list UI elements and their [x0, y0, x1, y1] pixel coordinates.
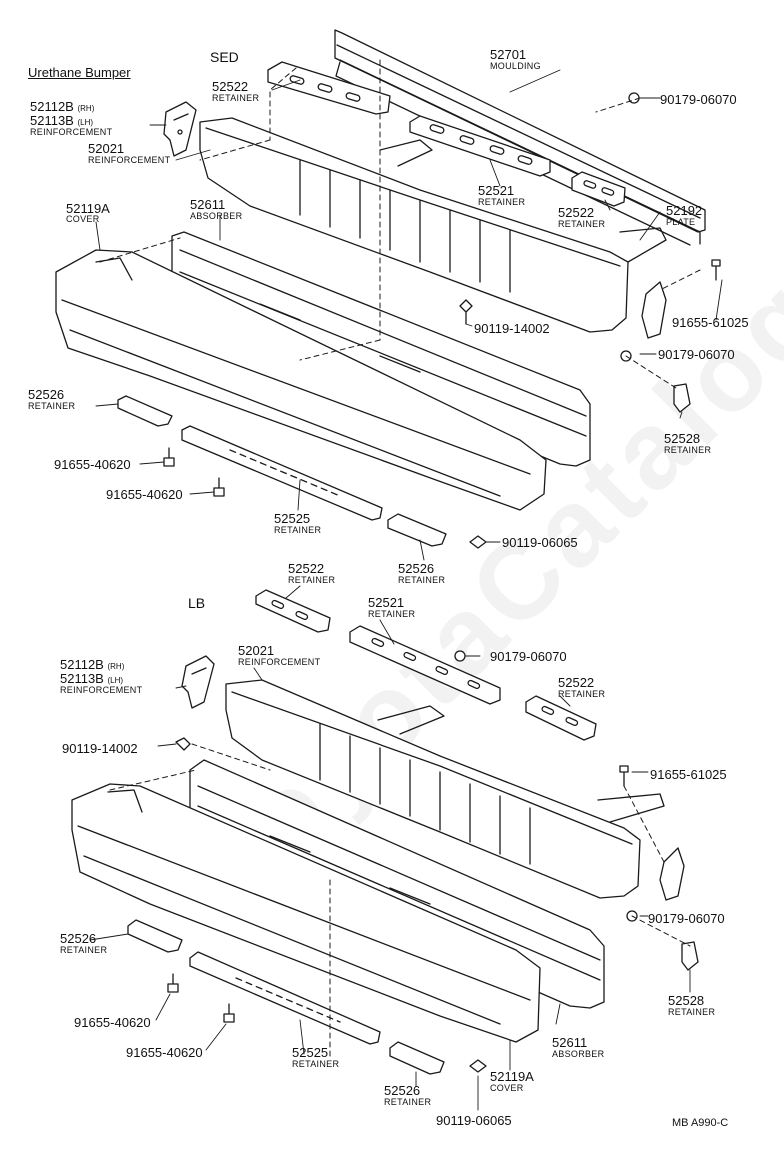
section-lb-label: LB: [188, 595, 206, 611]
sed-part-52526-b-number[interactable]: 52526: [398, 561, 435, 576]
sed-right-bracket-shape: [641, 281, 691, 413]
sed-part-52525-name: RETAINER: [274, 525, 322, 535]
sed-part-52526-b-name: RETAINER: [398, 575, 446, 585]
sed-retainer-52526-left-shape: [117, 395, 173, 427]
section-sed-label: SED: [210, 49, 239, 65]
lb-part-52528-number[interactable]: 52528: [668, 993, 705, 1008]
lb-leader-lines: [89, 585, 691, 1111]
sed-part-52521-number[interactable]: 52521: [478, 183, 515, 198]
lb-retainer-52522-top-shape: [255, 589, 331, 633]
lb-part-52021-number[interactable]: 52021: [238, 643, 275, 658]
sed-retainer-52525-shape: [181, 425, 383, 521]
sed-retainer-52526-right-shape: [387, 513, 447, 547]
sed-part-52525-number[interactable]: 52525: [274, 511, 311, 526]
sed-bracket-shape: [163, 101, 197, 157]
sed-part-52701-name: MOULDING: [490, 61, 541, 71]
lb-part-52119a-name: COVER: [490, 1083, 524, 1093]
sed-reinforcement-shape: [199, 117, 667, 333]
sed-part-90179-06070-b[interactable]: 90179-06070: [658, 347, 735, 362]
lb-part-52525-number[interactable]: 52525: [292, 1045, 329, 1060]
sed-part-91655-40620-a[interactable]: 91655-40620: [54, 457, 131, 472]
sed-part-52113b-name: REINFORCEMENT: [30, 127, 113, 137]
lb-part-52522-b-number[interactable]: 52522: [558, 675, 595, 690]
sed-cover-shape: [55, 249, 547, 511]
sed-part-52528-number[interactable]: 52528: [664, 431, 701, 446]
sed-part-52526-a-number[interactable]: 52526: [28, 387, 65, 402]
sed-retainer-52521-shape: [409, 115, 551, 177]
diagram-title: Urethane Bumper: [28, 65, 131, 80]
sed-part-52522-a-number[interactable]: 52522: [212, 79, 249, 94]
lb-part-52526-a-number[interactable]: 52526: [60, 931, 97, 946]
lb-part-52021-name: REINFORCEMENT: [238, 657, 321, 667]
sed-part-90179-06070-a[interactable]: 90179-06070: [660, 92, 737, 107]
lb-part-52528-name: RETAINER: [668, 1007, 716, 1017]
sed-part-52119a-name: COVER: [66, 214, 100, 224]
lb-reinforcement-shape: [225, 679, 665, 899]
sed-part-52701-number[interactable]: 52701: [490, 47, 527, 62]
sed-part-52192-name: PLATE: [666, 217, 696, 227]
sed-part-52528-name: RETAINER: [664, 445, 712, 455]
lb-retainer-52526-right-shape: [389, 1041, 445, 1075]
lb-part-52522-b-name: RETAINER: [558, 689, 606, 699]
lb-retainer-52522-right-shape: [525, 695, 597, 741]
diagram-code: MB A990-C: [672, 1117, 729, 1129]
sed-moulding-shape: [334, 29, 706, 246]
sed-part-52522-a-name: RETAINER: [212, 93, 260, 103]
sed-part-52021-name: REINFORCEMENT: [88, 155, 171, 165]
lb-part-52521-number[interactable]: 52521: [368, 595, 405, 610]
lb-part-52119a-number[interactable]: 52119A: [490, 1069, 534, 1084]
sed-retainer-52522-top-shape: [267, 61, 391, 115]
sed-part-52522-b-name: RETAINER: [558, 219, 606, 229]
lb-part-52526-b-number[interactable]: 52526: [384, 1083, 421, 1098]
lb-right-bracket-shape: [659, 847, 699, 971]
sed-part-52526-a-name: RETAINER: [28, 401, 76, 411]
sed-part-52192-number[interactable]: 52192: [666, 203, 703, 218]
lb-part-52611-number[interactable]: 52611: [552, 1035, 588, 1050]
lb-part-52611-name: ABSORBER: [552, 1049, 605, 1059]
lb-part-90179-06070-a[interactable]: 90179-06070: [490, 649, 567, 664]
lb-part-52526-a-name: RETAINER: [60, 945, 108, 955]
sed-part-52611-name: ABSORBER: [190, 211, 243, 221]
lb-part-91655-61025[interactable]: 91655-61025: [650, 767, 727, 782]
lb-part-52113b-number[interactable]: 52113B (LH): [60, 671, 124, 686]
lb-retainer-52525-shape: [189, 951, 381, 1045]
sed-part-52112b-number[interactable]: 52112B (RH): [30, 99, 95, 114]
lb-retainer-52526-left-shape: [127, 919, 183, 953]
sed-part-90119-14002[interactable]: 90119-14002: [474, 321, 550, 336]
lb-part-52525-name: RETAINER: [292, 1059, 340, 1069]
sed-part-52021-number[interactable]: 52021: [88, 141, 125, 156]
lb-part-52113b-name: REINFORCEMENT: [60, 685, 143, 695]
lb-bracket-shape: [181, 655, 215, 709]
lb-part-52522-a-number[interactable]: 52522: [288, 561, 325, 576]
sed-part-52113b-number[interactable]: 52113B (LH): [30, 113, 94, 128]
lb-part-52522-a-name: RETAINER: [288, 575, 336, 585]
sed-part-52522-b-number[interactable]: 52522: [558, 205, 595, 220]
lb-retainer-52521-shape: [349, 625, 501, 705]
lb-part-90179-06070-b[interactable]: 90179-06070: [648, 911, 725, 926]
sed-part-52521-name: RETAINER: [478, 197, 526, 207]
lb-part-91655-40620-a[interactable]: 91655-40620: [74, 1015, 151, 1030]
sed-leader-lines: [95, 69, 723, 561]
sed-part-90119-06065[interactable]: 90119-06065: [502, 535, 578, 550]
sed-guide-lines: [99, 59, 701, 389]
sed-part-52611-number[interactable]: 52611: [190, 197, 226, 212]
sed-part-91655-61025[interactable]: 91655-61025: [672, 315, 749, 330]
lb-part-90119-14002[interactable]: 90119-14002: [62, 741, 138, 756]
lb-part-52526-b-name: RETAINER: [384, 1097, 432, 1107]
lb-guide-lines: [109, 743, 691, 1061]
lb-part-91655-40620-b[interactable]: 91655-40620: [126, 1045, 203, 1060]
sed-part-52119a-number[interactable]: 52119A: [66, 201, 110, 216]
lb-part-52521-name: RETAINER: [368, 609, 416, 619]
sed-retainer-52522-right-shape: [571, 171, 626, 207]
lb-part-52112b-number[interactable]: 52112B (RH): [60, 657, 125, 672]
lb-part-90119-06065[interactable]: 90119-06065: [436, 1113, 512, 1128]
sed-part-91655-40620-b[interactable]: 91655-40620: [106, 487, 183, 502]
lb-cover-shape: [71, 783, 541, 1043]
